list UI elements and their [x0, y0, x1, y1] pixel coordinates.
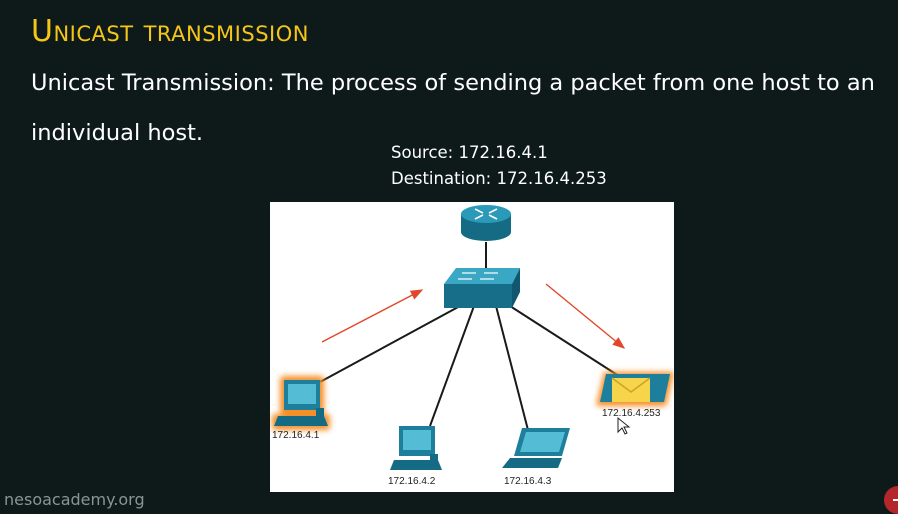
link-switch-host-2	[429, 305, 475, 427]
source-address: Source: 172.16.4.1	[391, 143, 548, 162]
link-switch-host-3	[495, 305, 529, 431]
host-label-source: 172.16.4.1	[272, 430, 320, 441]
router-icon	[461, 205, 511, 241]
destination-address: Destination: 172.16.4.253	[391, 169, 607, 188]
host-label-destination: 172.16.4.253	[602, 408, 661, 419]
link-switch-host-1	[319, 305, 461, 383]
host-label-idle-laptop: 172.16.4.3	[504, 476, 552, 487]
packet-arrow-destination	[545, 283, 626, 349]
slide-title: Unicast transmission	[31, 14, 309, 49]
host-laptop-destination[interactable]	[596, 372, 674, 406]
host-desktop-idle[interactable]	[390, 426, 442, 470]
unicast-definition: Unicast Transmission: The process of sen…	[31, 70, 875, 146]
switch-icon	[444, 268, 520, 308]
link-switch-host-4	[509, 305, 623, 379]
host-laptop-idle[interactable]	[502, 428, 570, 468]
site-watermark: nesoacademy.org	[4, 490, 145, 509]
network-links	[319, 242, 623, 431]
packet-arrow-source	[321, 289, 424, 343]
host-label-idle-desktop: 172.16.4.2	[388, 476, 436, 487]
network-diagram: 172.16.4.1 172.16.4.2 172.16.4.3 172.16.…	[270, 202, 674, 492]
packet-addresses: Source: 172.16.4.1 Destination: 172.16.4…	[391, 140, 607, 192]
host-desktop-source[interactable]	[272, 376, 330, 430]
corner-record-button[interactable]	[884, 486, 898, 514]
topology-svg	[272, 205, 674, 470]
cursor-icon	[617, 416, 631, 435]
